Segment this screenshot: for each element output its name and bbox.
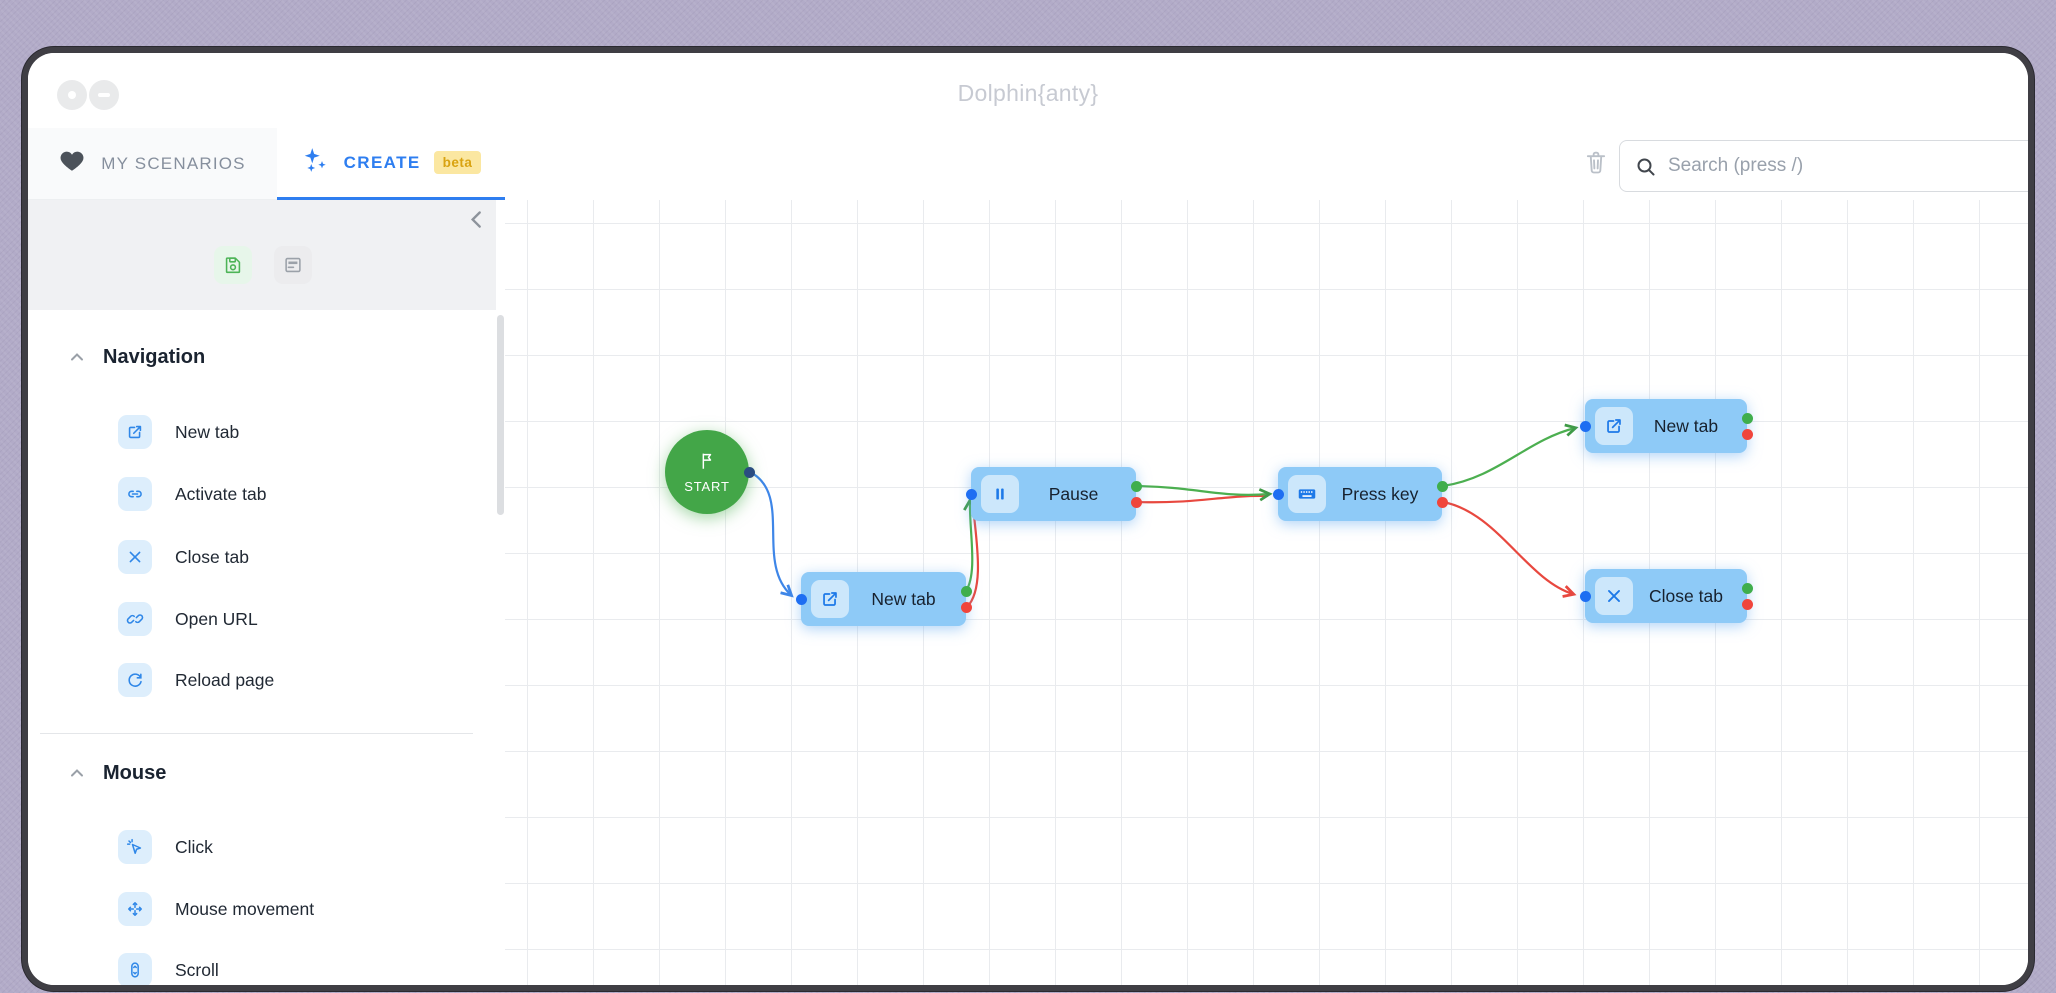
start-output-port[interactable] — [744, 466, 755, 478]
save-scenario-button[interactable] — [214, 246, 252, 284]
mouse-scroll-icon — [118, 953, 152, 985]
error-port[interactable] — [1436, 496, 1448, 508]
sparkles-icon — [301, 145, 331, 180]
keyboard-icon — [1288, 475, 1326, 513]
tab-my-scenarios-label: MY SCENARIOS — [101, 153, 246, 173]
close-icon — [1595, 577, 1633, 615]
section-label: Navigation — [103, 345, 206, 368]
sidebar-item-scroll[interactable]: Scroll — [118, 953, 219, 985]
external-link-icon — [118, 415, 152, 449]
minimize-icon — [98, 93, 110, 97]
node-pause[interactable]: Pause — [965, 467, 1142, 521]
heart-icon — [59, 148, 85, 179]
actions-sidebar: Navigation New tab Activate tab — [28, 200, 505, 985]
node-new-tab-2[interactable]: New tab — [1579, 399, 1753, 453]
sidebar-item-activate-tab[interactable]: Activate tab — [118, 477, 266, 511]
node-close-tab[interactable]: Close tab — [1579, 569, 1753, 623]
chevron-up-icon — [68, 764, 86, 782]
pause-icon — [981, 475, 1019, 513]
tab-create-label: CREATE — [343, 152, 421, 172]
sidebar-item-label: Activate tab — [175, 483, 267, 504]
sidebar-header-panel — [28, 200, 496, 310]
search-box — [1619, 140, 2028, 192]
external-link-icon — [1595, 407, 1633, 445]
tab-create[interactable]: CREATE beta — [277, 128, 505, 200]
sidebar-item-reload-page[interactable]: Reload page — [118, 663, 274, 697]
input-port[interactable] — [965, 488, 977, 500]
sidebar-item-open-url[interactable]: Open URL — [118, 602, 258, 636]
move-arrows-icon — [118, 892, 152, 926]
chevron-up-icon — [68, 348, 86, 366]
section-divider — [40, 733, 473, 734]
input-port[interactable] — [795, 593, 807, 605]
sidebar-scrollbar[interactable] — [497, 315, 504, 515]
trash-icon — [1582, 151, 1610, 179]
section-header-mouse[interactable]: Mouse — [28, 758, 166, 788]
chain-link-icon — [118, 602, 152, 636]
sidebar-item-new-tab[interactable]: New tab — [118, 415, 239, 449]
error-port[interactable] — [960, 601, 972, 613]
sidebar-item-label: New tab — [175, 421, 240, 442]
node-label: New tab — [871, 588, 936, 609]
sidebar-item-label: Scroll — [175, 959, 219, 980]
error-port[interactable] — [1741, 428, 1753, 440]
success-port[interactable] — [1130, 480, 1142, 492]
window-control-dot-button[interactable] — [57, 80, 87, 110]
link-horizontal-icon — [118, 477, 152, 511]
sidebar-item-click[interactable]: Click — [118, 830, 213, 864]
sidebar-item-label: Click — [175, 836, 213, 857]
node-label: Press key — [1341, 483, 1419, 504]
section-header-navigation[interactable]: Navigation — [28, 342, 205, 372]
success-port[interactable] — [1741, 582, 1753, 594]
flag-icon — [696, 450, 718, 477]
search-input[interactable] — [1666, 142, 2028, 190]
error-port[interactable] — [1741, 598, 1753, 610]
beta-badge: beta — [433, 151, 482, 174]
cursor-click-icon — [118, 830, 152, 864]
collapse-sidebar-button[interactable] — [462, 205, 492, 235]
titlebar: Dolphin{anty} — [28, 53, 2028, 128]
input-port[interactable] — [1579, 420, 1591, 432]
scenario-canvas[interactable]: START New tab — [505, 200, 2028, 985]
error-port[interactable] — [1130, 496, 1142, 508]
reload-icon — [118, 663, 152, 697]
chevron-left-icon — [464, 210, 490, 235]
node-label: New tab — [1653, 415, 1719, 436]
success-port[interactable] — [960, 585, 972, 597]
scenario-settings-button[interactable] — [274, 246, 312, 284]
sidebar-item-label: Close tab — [175, 546, 249, 567]
sidebar-item-label: Mouse movement — [175, 898, 315, 919]
sidebar-item-close-tab[interactable]: Close tab — [118, 540, 249, 574]
sidebar-item-label: Open URL — [175, 608, 258, 629]
input-port[interactable] — [1579, 590, 1591, 602]
node-label: Pause — [1048, 483, 1099, 504]
sidebar-item-mouse-movement[interactable]: Mouse movement — [118, 892, 314, 926]
close-icon — [118, 540, 152, 574]
success-port[interactable] — [1436, 480, 1448, 492]
sidebar-scroll-track — [496, 200, 505, 985]
success-port[interactable] — [1741, 412, 1753, 424]
external-link-icon — [811, 580, 849, 618]
dot-icon — [68, 91, 76, 99]
flow-edges — [748, 423, 1579, 609]
node-new-tab-1[interactable]: New tab — [795, 572, 972, 626]
node-label: Close tab — [1649, 585, 1723, 606]
node-press-key[interactable]: Press key — [1272, 467, 1448, 521]
window-title: Dolphin{anty} — [957, 80, 1099, 106]
section-label: Mouse — [103, 761, 167, 784]
app-window: Dolphin{anty} MY SCENARIOS CREATE beta — [28, 53, 2028, 985]
delete-trash-button[interactable] — [1578, 145, 1614, 181]
node-label: START — [684, 479, 730, 494]
node-start[interactable]: START — [665, 430, 749, 514]
window-control-minimize-button[interactable] — [89, 80, 119, 110]
tab-my-scenarios[interactable]: MY SCENARIOS — [28, 128, 277, 200]
input-port[interactable] — [1272, 488, 1284, 500]
sidebar-item-label: Reload page — [175, 669, 275, 690]
